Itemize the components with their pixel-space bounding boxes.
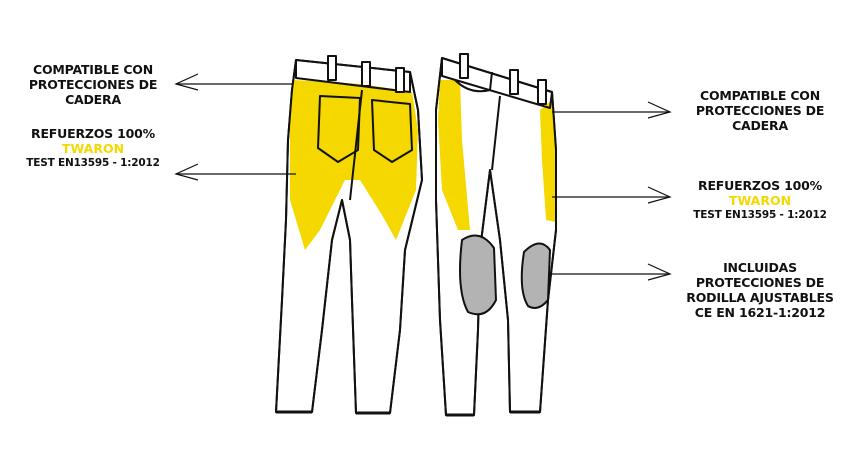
callout-line: COMPATIBLE CON [700,88,820,103]
callout-line: CE EN 1621-1:2012 [694,305,826,320]
callout-material: TWARON [728,193,792,208]
pants-front-view [435,53,557,417]
right-hip-callout: COMPATIBLE CON PROTECCIONES DE CADERA [670,88,850,133]
callout-line: RODILLA AJUSTABLES [686,290,834,305]
arrow-left-hip [174,73,292,91]
knee-pad-left [459,234,497,316]
callout-line: COMPATIBLE CON [33,62,153,77]
left-reinforcement-callout: REFUERZOS 100% TWARON TEST EN13595 - 1:2… [0,126,186,171]
callout-line: CADERA [65,92,121,107]
right-knee-callout: INCLUIDAS PROTECCIONES DE RODILLA AJUSTA… [670,260,850,320]
callout-title: REFUERZOS 100% [31,126,155,141]
callout-test: TEST EN13595 - 1:2012 [26,157,160,169]
callout-line: PROTECCIONES DE [695,275,825,290]
right-reinforcement-callout: REFUERZOS 100% TWARON TEST EN13595 - 1:2… [670,178,850,223]
arrow-right-reinforcement [552,186,672,204]
left-hip-callout: COMPATIBLE CON PROTECCIONES DE CADERA [0,62,186,107]
knee-pad-right [520,242,551,309]
callout-line: PROTECCIONES DE [695,103,825,118]
front-yellow-hip-right [540,100,556,222]
callout-line: CADERA [732,118,788,133]
callout-material: TWARON [61,141,125,156]
front-yellow-hip-left [438,80,470,230]
pants-back-view [275,55,423,415]
callout-title: REFUERZOS 100% [698,178,822,193]
arrow-right-hip [552,101,672,119]
callout-line: INCLUIDAS [723,260,797,275]
callout-line: PROTECCIONES DE [28,77,158,92]
callout-test: TEST EN13595 - 1:2012 [693,209,827,221]
arrow-right-knee [548,263,672,281]
arrow-left-reinforcement [174,163,296,181]
